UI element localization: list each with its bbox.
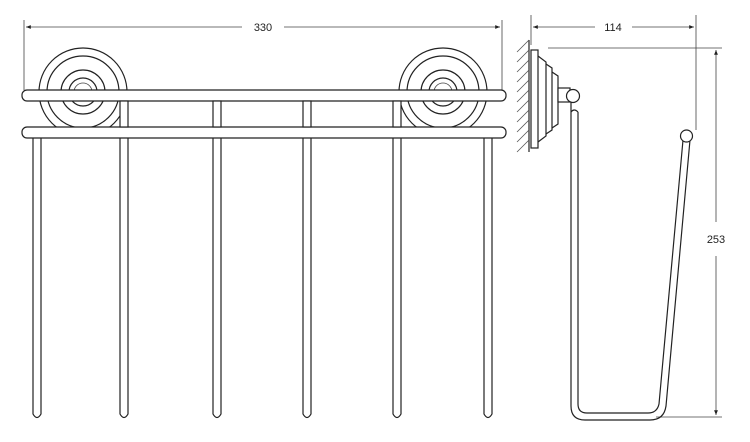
dimension-width: 330 [23, 20, 503, 90]
dimension-width-label: 330 [254, 22, 272, 34]
wall-hatch [516, 39, 530, 153]
side-wall-bracket [530, 49, 581, 149]
front-view: 330 [21, 20, 507, 419]
side-basket-profile [570, 102, 694, 421]
vertical-rods [32, 100, 493, 419]
dimension-depth-label: 114 [604, 22, 622, 34]
top-rail [21, 89, 507, 102]
dimension-height-label: 253 [707, 234, 725, 246]
dimension-height: 253 [548, 47, 725, 418]
side-view: 114 253 [516, 15, 725, 421]
middle-rail [21, 126, 507, 139]
dimension-depth: 114 [530, 15, 697, 130]
